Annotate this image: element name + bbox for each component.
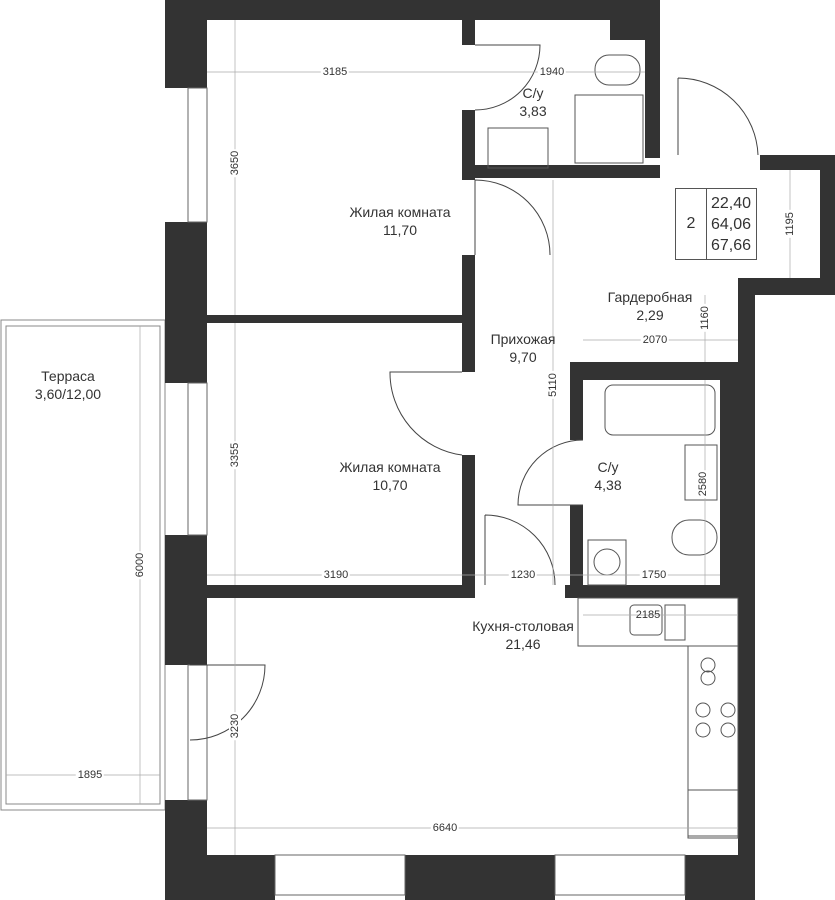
dimension-label: 1195 [784, 210, 796, 238]
dimension-label: 5110 [547, 371, 559, 399]
dimension-label: 1230 [508, 569, 538, 581]
doors [189, 44, 759, 741]
dimension-label: 3185 [320, 66, 350, 78]
fixtures [487, 54, 739, 839]
dimension-label: 3650 [229, 148, 241, 178]
dimension-label: 1940 [537, 66, 567, 78]
dimension-label: 6000 [134, 550, 146, 580]
area-summary: 2 22,40 64,06 67,66 [675, 188, 757, 260]
dimension-label: 2580 [697, 469, 709, 499]
dimension-label: 1160 [699, 304, 711, 332]
total-area: 64,06 [711, 215, 752, 233]
total-area-with-terrace: 67,66 [711, 236, 752, 254]
dimension-lines [6, 20, 791, 855]
dimension-label: 3355 [229, 440, 241, 470]
dimension-label: 6640 [430, 822, 460, 834]
rooms-count: 2 [676, 189, 707, 259]
dimension-label: 1895 [75, 769, 105, 781]
walls [165, 0, 835, 900]
dimension-label: 2185 [635, 609, 661, 621]
dimension-label: 2070 [640, 334, 670, 346]
dimension-label: 3230 [229, 711, 241, 741]
windows [187, 87, 686, 896]
dimension-label: 1750 [639, 569, 669, 581]
dimension-label: 3190 [321, 569, 351, 581]
living-area: 22,40 [711, 194, 752, 212]
